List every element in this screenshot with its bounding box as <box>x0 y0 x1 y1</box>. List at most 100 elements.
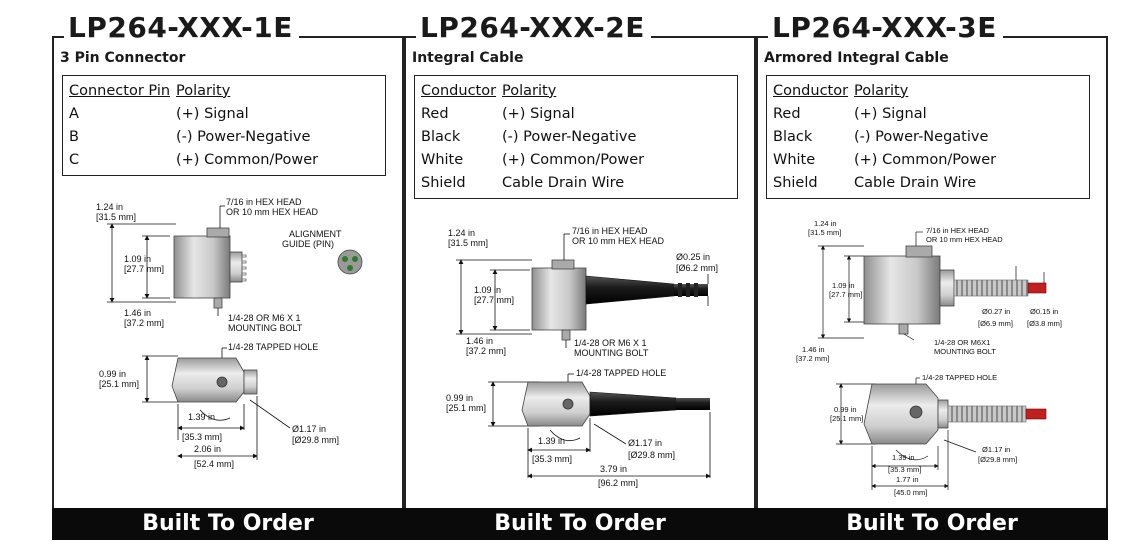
panel-1: LP264-XXX-1E 3 Pin Connector Connector P… <box>52 0 404 548</box>
dim-label: OR 10 mm HEX HEAD <box>572 236 665 246</box>
panel-2: LP264-XXX-2E Integral Cable Conductor Po… <box>404 0 756 548</box>
red-cable <box>1027 282 1047 294</box>
dim-label: 7/16 in HEX HEAD <box>572 226 648 236</box>
table-row: White(+) Common/Power <box>421 151 645 168</box>
dim-label: [Ø6.2 mm] <box>676 263 718 273</box>
table-row: Red(+) Signal <box>773 105 927 122</box>
dim-label: [35.3 mm] <box>532 454 572 464</box>
dim-label: [25.1 mm] <box>99 379 139 389</box>
dim-label: [31.5 mm] <box>96 212 136 222</box>
subtitle: Integral Cable <box>412 50 524 66</box>
dim-label: [31.5 mm] <box>808 228 841 237</box>
dim-label: Ø0.15 in <box>1030 307 1058 316</box>
table-row: White(+) Common/Power <box>773 151 997 168</box>
armor-fitting <box>937 399 949 429</box>
mounting-bolt <box>898 323 909 335</box>
built-to-order-banner: Built To Order <box>52 508 404 540</box>
red-cable <box>1025 408 1047 420</box>
connector <box>229 251 243 283</box>
dim-label: [Ø29.8 mm] <box>628 450 675 460</box>
dim-label: 1/4-28 OR M6X1 <box>934 338 990 347</box>
dim-label: [96.2 mm] <box>598 478 638 488</box>
dimension-drawing: 1.24 in [31.5 mm] 1.09 in [27.7 mm] 7/16… <box>796 219 1062 497</box>
table-header: Conductor Polarity <box>773 82 909 99</box>
cable-strain-relief <box>585 275 675 305</box>
dim-label: 7/16 in HEX HEAD <box>926 226 990 235</box>
model-title: LP264-XXX-3E <box>772 11 997 44</box>
hex-head <box>905 245 933 258</box>
dim-label: Ø1.17 in <box>628 438 662 448</box>
built-to-order-banner: Built To Order <box>756 508 1108 540</box>
dim-label: [35.3 mm] <box>888 465 921 474</box>
dim-label: [Ø3.8 mm] <box>1027 319 1062 328</box>
pinout-table: Connector Pin Polarity A(+) Signal B(-) … <box>62 75 386 176</box>
dim-label: 3.79 in <box>600 464 627 474</box>
table-row: Black(-) Power-Negative <box>421 128 637 145</box>
dim-label: [Ø29.8 mm] <box>978 455 1017 464</box>
connector-face <box>337 249 363 275</box>
dim-label: [45.0 mm] <box>894 488 927 497</box>
sensor-body <box>173 235 231 299</box>
dim-label: 1.24 in <box>96 202 123 212</box>
dim-label: 1.46 in <box>124 308 151 318</box>
tapped-hole <box>909 405 923 419</box>
dim-label: 1.77 in <box>896 475 919 484</box>
dim-label: [Ø6.9 mm] <box>978 319 1013 328</box>
cable <box>674 284 708 296</box>
hex-head <box>551 259 575 270</box>
armor-fitting <box>939 269 955 307</box>
dim-label: 2.06 in <box>194 444 221 454</box>
connector <box>243 369 258 395</box>
dim-label: 0.99 in <box>446 393 473 403</box>
dim-label: Ø0.27 in <box>982 307 1010 316</box>
dimension-drawing: 1.24 in [31.5 mm] 1.09 in [27.7 mm] Ø0.2… <box>446 226 718 488</box>
dim-label: 1.24 in <box>814 219 837 228</box>
dim-label: Ø1.17 in <box>292 424 326 434</box>
sensor-side <box>171 357 245 403</box>
hex-head <box>206 227 230 238</box>
dim-label: 1.39 in <box>188 412 215 422</box>
cable-strain-relief <box>589 391 677 417</box>
dim-label: 1/4-28 TAPPED HOLE <box>922 373 997 382</box>
sensor-side <box>521 381 591 427</box>
dim-label: OR 10 mm HEX HEAD <box>226 207 319 217</box>
dim-label: [25.1 mm] <box>446 403 486 413</box>
tapped-hole <box>216 376 228 388</box>
dim-label: 1/4-28 TAPPED HOLE <box>576 368 666 378</box>
mounting-bolt <box>561 329 571 341</box>
subtitle: Armored Integral Cable <box>764 50 949 66</box>
tapped-hole <box>562 398 574 410</box>
pinout-table: Conductor Polarity Red(+) Signal Black(-… <box>766 75 1090 199</box>
dim-label: 1.46 in <box>802 345 825 354</box>
table-row: C(+) Common/Power <box>69 151 319 168</box>
mounting-bolt <box>213 297 223 309</box>
dim-label: 1/4-28 OR M6 X 1 <box>574 338 647 348</box>
armored-cable <box>947 405 1027 423</box>
dim-label: [37.2 mm] <box>466 346 506 356</box>
dim-label: MOUNTING BOLT <box>934 347 996 356</box>
cable <box>676 398 710 410</box>
dim-label: [31.5 mm] <box>448 238 488 248</box>
model-title: LP264-XXX-1E <box>68 11 293 44</box>
dim-label: 1/4-28 TAPPED HOLE <box>228 342 318 352</box>
dim-label: 1.39 in <box>892 453 915 462</box>
dim-label: [27.7 mm] <box>124 264 164 274</box>
dim-label: [52.4 mm] <box>194 459 234 469</box>
table-row: Red(+) Signal <box>421 105 575 122</box>
dim-label: [27.7 mm] <box>829 290 862 299</box>
dim-label: 1.39 in <box>538 436 565 446</box>
built-to-order-banner: Built To Order <box>404 508 756 540</box>
dim-label: [37.2 mm] <box>796 354 829 363</box>
table-row: B(-) Power-Negative <box>69 128 311 145</box>
dim-label: [27.7 mm] <box>474 295 514 305</box>
table-row: Black(-) Power-Negative <box>773 128 989 145</box>
armored-cable <box>953 279 1029 297</box>
dim-label: 0.99 in <box>834 405 857 414</box>
table-row: A(+) Signal <box>69 105 249 122</box>
dim-label: [35.3 mm] <box>182 432 222 442</box>
dim-label: 1/4-28 OR M6 X 1 <box>228 313 301 323</box>
dim-label: 7/16 in HEX HEAD <box>226 197 302 207</box>
dim-label: Ø1.17 in <box>982 445 1010 454</box>
dim-label: MOUNTING BOLT <box>574 348 649 358</box>
